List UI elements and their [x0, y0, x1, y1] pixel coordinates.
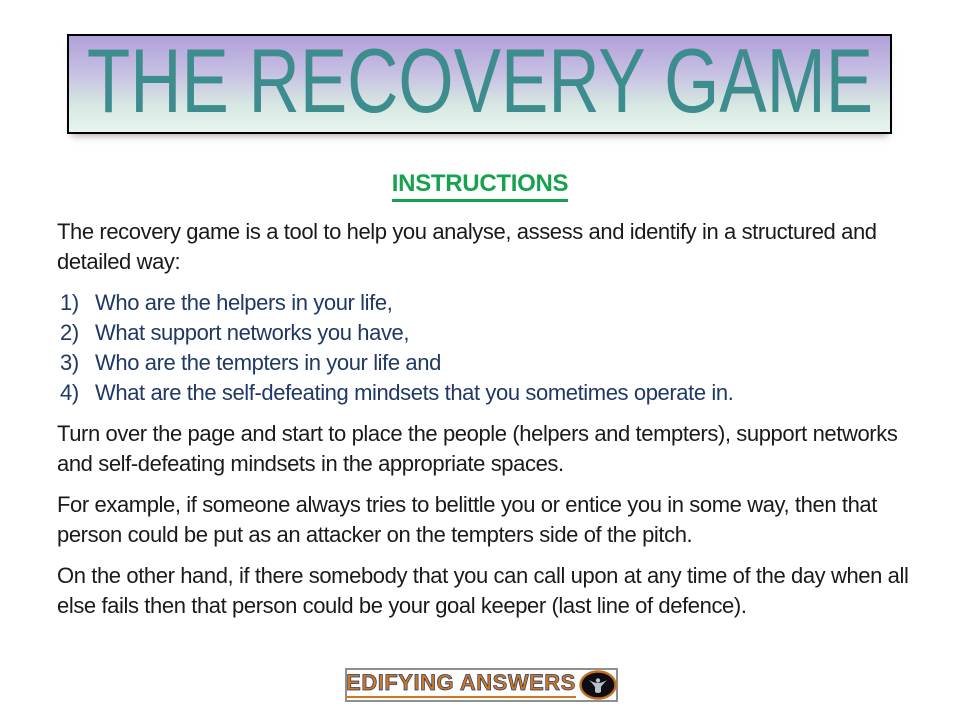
- list-item-number: 2): [60, 320, 79, 345]
- title-banner: THE RECOVERY GAME: [67, 34, 892, 134]
- list-item: 3) Who are the tempters in your life and: [57, 348, 909, 378]
- list-item: 2) What support networks you have,: [57, 318, 909, 348]
- body-content: The recovery game is a tool to help you …: [57, 217, 909, 632]
- instructions-heading: INSTRUCTIONS: [391, 170, 569, 203]
- list-item-number: 1): [60, 290, 79, 315]
- list-item-number: 4): [60, 380, 79, 405]
- edifying-answers-logo-text: EDIFYING ANSWERS: [346, 671, 576, 698]
- paragraph-turn-over: Turn over the page and start to place th…: [57, 421, 898, 476]
- numbered-list: 1) Who are the helpers in your life, 2) …: [57, 288, 909, 408]
- paragraph-example: For example, if someone always tries to …: [57, 492, 877, 547]
- list-item: 1) Who are the helpers in your life,: [57, 288, 909, 318]
- list-item-text: Who are the helpers in your life,: [95, 290, 393, 315]
- list-item-text: What support networks you have,: [95, 320, 410, 345]
- list-item-text: Who are the tempters in your life and: [95, 350, 441, 375]
- list-item-number: 3): [60, 350, 79, 375]
- list-item-text: What are the self-defeating mindsets tha…: [95, 380, 734, 405]
- list-item: 4) What are the self-defeating mindsets …: [57, 378, 909, 408]
- paragraph-intro: The recovery game is a tool to help you …: [57, 219, 877, 274]
- paragraph-other-hand: On the other hand, if there somebody tha…: [57, 563, 909, 618]
- edifying-answers-logo-icon: [579, 670, 617, 700]
- slide-title: THE RECOVERY GAME: [86, 34, 873, 132]
- edifying-answers-logo: EDIFYING ANSWERS: [345, 668, 618, 702]
- instructions-heading-wrap: INSTRUCTIONS: [0, 170, 960, 203]
